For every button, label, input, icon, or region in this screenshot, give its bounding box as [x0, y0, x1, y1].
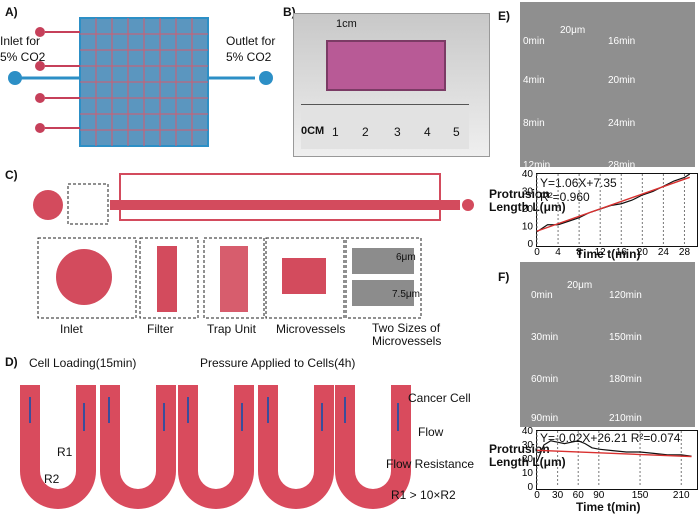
- panel-f-label: F): [498, 270, 510, 284]
- f-time-r2: 180min: [609, 374, 642, 385]
- panel-a-label: A): [5, 5, 18, 19]
- ruler-unit: 0CM: [301, 125, 325, 137]
- f-time-l2: 60min: [531, 374, 559, 385]
- chip-schematic: [8, 17, 273, 147]
- chart-1-xtick-1: 30: [552, 490, 564, 501]
- e-time-r1: 20min: [608, 75, 636, 86]
- ruler-tick-2: 2: [362, 125, 369, 139]
- chart-e-xlabel: Time t(min): [576, 247, 641, 261]
- d-title-left: Cell Loading(15min): [29, 356, 137, 370]
- chart-0-xtick-7: 28: [679, 247, 691, 258]
- chart-1-ytick-4: 40: [522, 426, 534, 437]
- chart-0-xtick-1: 4: [555, 247, 561, 258]
- f-scale: 20μm: [567, 280, 593, 291]
- chart-0-ytick-0: 0: [527, 239, 533, 250]
- e-time-r2: 24min: [608, 118, 636, 129]
- c-label-filter: Filter: [147, 322, 174, 336]
- panel-d-label: D): [5, 355, 18, 369]
- chart-1-xtick-0: 0: [534, 490, 540, 501]
- legend-cancer-cell: Cancer Cell: [408, 391, 471, 405]
- f-time-r3: 210min: [609, 413, 642, 424]
- f-time-l3: 90min: [531, 413, 559, 424]
- ruler-tick-1: 1: [332, 125, 339, 139]
- scale-bar-label: 1cm: [336, 18, 357, 30]
- chart-0-xtick-0: 0: [534, 247, 540, 258]
- ruler-tick-3: 3: [394, 125, 401, 139]
- chart-1-ytick-0: 0: [527, 482, 533, 493]
- e-microscopy: [520, 2, 695, 167]
- d-r1: R1: [57, 445, 73, 459]
- ruler: [301, 104, 469, 149]
- e-scale: 20μm: [560, 25, 586, 36]
- size-6um: 6μm: [396, 252, 416, 263]
- d-r2: R2: [44, 472, 60, 486]
- chart-0-ytick-1: 10: [522, 222, 534, 233]
- c-label-trap-unit: Trap Unit: [207, 322, 256, 336]
- ruler-tick-4: 4: [424, 125, 431, 139]
- e-time-l1: 4min: [523, 75, 545, 86]
- panel-e-label: E): [498, 9, 510, 23]
- f-time-r1: 150min: [609, 332, 642, 343]
- ruler-tick-5: 5: [453, 125, 460, 139]
- c-label-inlet: Inlet: [60, 322, 83, 336]
- legend-flow: Flow: [418, 425, 444, 439]
- panel-c-label: C): [5, 168, 18, 182]
- chart-1-xtick-5: 210: [673, 490, 690, 501]
- e-time-r0: 16min: [608, 36, 636, 47]
- e-time-l0: 0min: [523, 36, 545, 47]
- chart-1-ytick-1: 10: [522, 468, 534, 479]
- f-time-l0: 0min: [531, 290, 553, 301]
- f-time-l1: 30min: [531, 332, 559, 343]
- e-time-l2: 8min: [523, 118, 545, 129]
- f-microscopy: [520, 262, 695, 427]
- f-time-r0: 120min: [609, 290, 642, 301]
- e-time-r3: 28min: [608, 160, 636, 171]
- flow-schematic: [20, 385, 411, 509]
- legend-flow-resistance: Flow Resistance: [386, 457, 475, 471]
- e-time-l3: 12min: [523, 160, 551, 171]
- chart-0-xtick-6: 24: [658, 247, 670, 258]
- chip-body: [326, 40, 446, 91]
- c-label-microvessels: Microvessels: [276, 322, 346, 336]
- microfluidic-layout: [33, 173, 474, 319]
- chart-f-xlabel: Time t(min): [576, 500, 641, 514]
- d-title-right: Pressure Applied to Cells(4h): [200, 356, 356, 370]
- panel-b-label: B): [283, 5, 296, 19]
- size-7-5um: 7.5μm: [392, 289, 420, 300]
- legend-relation: R1 > 10×R2: [391, 488, 456, 502]
